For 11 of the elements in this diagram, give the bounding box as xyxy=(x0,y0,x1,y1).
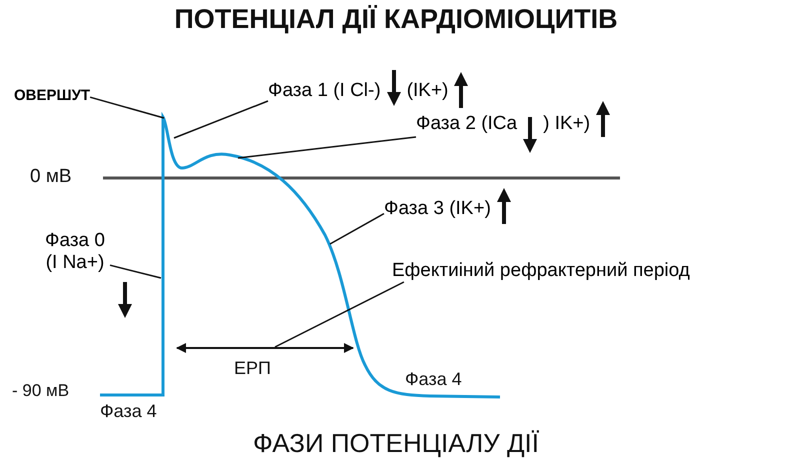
phase-label: Фаза 1 (I Cl-) xyxy=(268,80,381,102)
phase-label: Фаза 0 (I Na+) xyxy=(40,230,110,274)
phase-label: (IK+) xyxy=(406,80,448,102)
axis-value-label: - 90 мВ xyxy=(12,381,70,401)
phase-label: ) IK+) xyxy=(543,113,590,135)
phase-label: Фаза 4 xyxy=(100,401,157,422)
phase-label: ОВЕРШУТ xyxy=(14,87,90,104)
caption: ФАЗИ ПОТЕНЦІАЛУ ДІЇ xyxy=(252,428,540,459)
axis-value-label: 0 мВ xyxy=(30,166,72,188)
title: ПОТЕНЦІАЛ ДІЇ КАРДІОМІОЦИТІВ xyxy=(173,4,619,35)
leader-line xyxy=(90,96,164,119)
